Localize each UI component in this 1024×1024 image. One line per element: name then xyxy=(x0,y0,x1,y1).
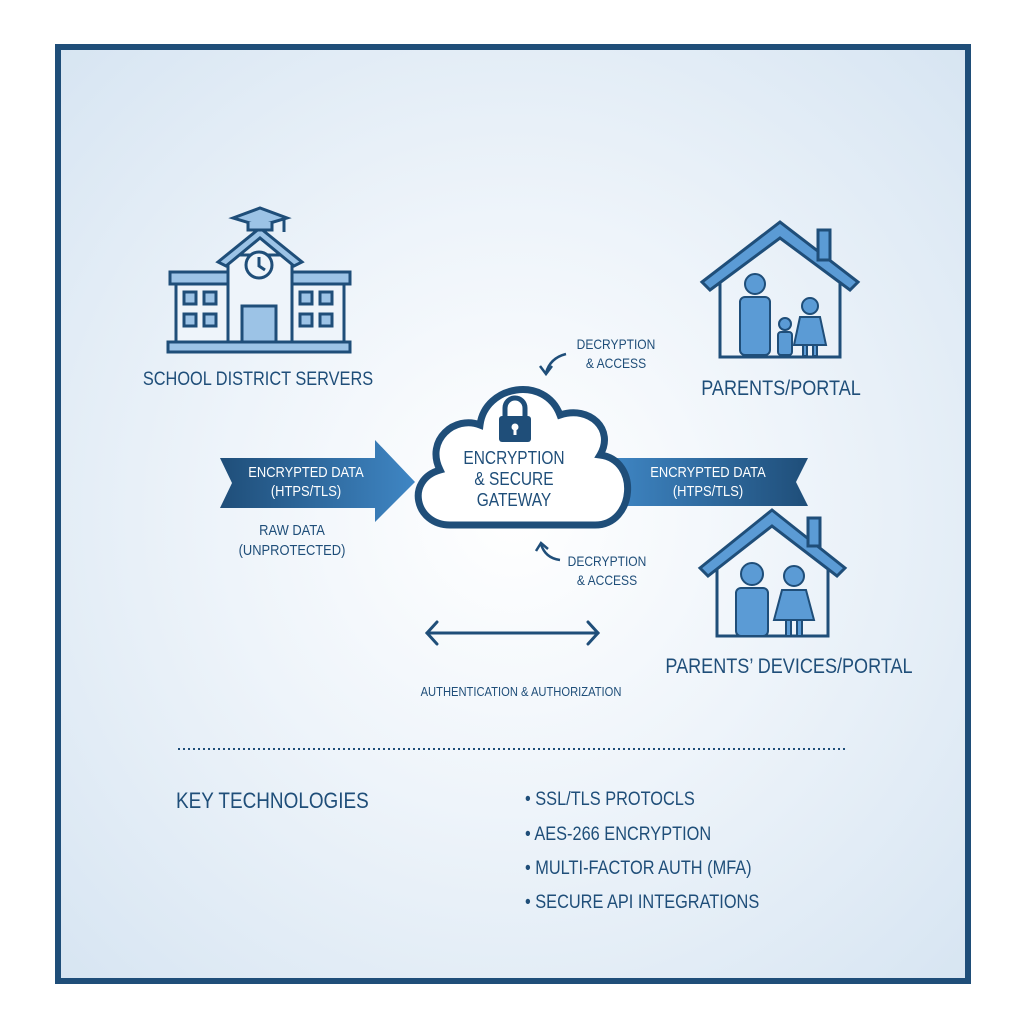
cloud-icon xyxy=(414,386,632,529)
label-line: & ACCESS xyxy=(576,572,638,588)
gateway-line: GATEWAY xyxy=(476,490,552,510)
encrypted-data-arrow-left xyxy=(220,440,415,522)
label-line: (HTPS/TLS) xyxy=(672,483,744,500)
school-label: SCHOOL DISTRICT SERVERS xyxy=(142,369,374,390)
tech-item: • SECURE API INTEGRATIONS xyxy=(525,892,760,913)
encrypted-data-arrow-right xyxy=(610,458,808,506)
right-arrow-label: ENCRYPTED DATA (HTPS/TLS) xyxy=(650,463,765,501)
tech-item-label: SECURE API INTEGRATIONS xyxy=(535,892,760,913)
gateway-line: ENCRYPTION xyxy=(463,448,565,468)
label-line: DECRYPTION xyxy=(567,553,647,569)
double-arrow-icon xyxy=(424,620,601,646)
raw-data-label: RAW DATA (UNPROTECTED) xyxy=(239,521,346,561)
label-line: (HTPS/TLS) xyxy=(270,483,342,500)
tech-item-label: SSL/TLS PROTOCLS xyxy=(535,789,695,810)
label-line: DECRYPTION xyxy=(576,336,656,352)
tech-item: • MULTI-FACTOR AUTH (MFA) xyxy=(525,858,752,879)
tech-item: • AES-266 ENCRYPTION xyxy=(525,824,712,845)
parents-devices-label: PARENTS’ DEVICES/PORTAL xyxy=(665,655,913,678)
lock-icon xyxy=(499,395,531,442)
gateway-label: ENCRYPTION & SECURE GATEWAY xyxy=(463,448,564,511)
auth-label: AUTHENTICATION & AUTHORIZATION xyxy=(420,684,622,699)
label-line: ENCRYPTED DATA xyxy=(650,464,766,481)
label-line: RAW DATA xyxy=(259,522,325,539)
parents-portal-label: PARENTS/PORTAL xyxy=(701,377,861,400)
tech-item-label: AES-266 ENCRYPTION xyxy=(534,824,712,845)
label-line: (UNPROTECTED) xyxy=(238,542,346,559)
label-line: ENCRYPTED DATA xyxy=(248,464,364,481)
tech-item-label: MULTI-FACTOR AUTH (MFA) xyxy=(535,858,752,879)
decryption-top-label: DECRYPTION & ACCESS xyxy=(577,335,656,373)
left-arrow-label: ENCRYPTED DATA (HTPS/TLS) xyxy=(248,463,363,501)
decryption-bottom-label: DECRYPTION & ACCESS xyxy=(568,552,647,590)
curved-arrow-icon xyxy=(534,541,561,562)
tech-item: • SSL/TLS PROTOCLS xyxy=(525,789,695,810)
label-line: & ACCESS xyxy=(585,355,647,371)
family-house-icon xyxy=(697,508,848,638)
family-house-icon xyxy=(699,220,861,359)
school-building-icon xyxy=(166,206,352,354)
gateway-line: & SECURE xyxy=(474,469,554,489)
key-technologies-title: KEY TECHNOLOGIES xyxy=(176,788,369,813)
curved-arrow-icon xyxy=(539,352,567,377)
